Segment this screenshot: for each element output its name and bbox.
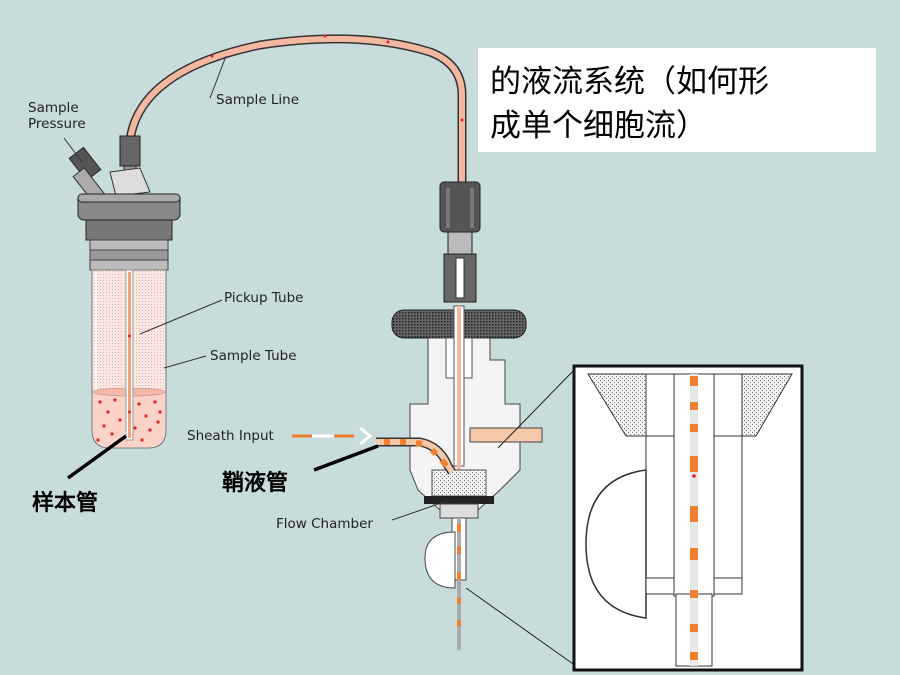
pickup-tube-label: Pickup Tube — [224, 290, 303, 306]
sample-line-label: Sample Line — [216, 92, 299, 108]
flow-chamber-label: Flow Chamber — [276, 516, 373, 532]
zoom-inset — [465, 364, 804, 672]
flow-cell-assembly — [376, 181, 543, 650]
sample-pressure-label-line1: Sample — [28, 100, 79, 116]
leader-lines — [63, 55, 451, 521]
title-line-1: 的液流系统（如何形 — [490, 64, 769, 100]
sample-tube-assembly — [68, 135, 181, 449]
sample-tube-zh-label: 样本管 — [32, 490, 98, 516]
sheath-input-label: Sheath Input — [187, 428, 274, 444]
sample-pressure-label-line2: Pressure — [28, 116, 86, 132]
sample-line-tube — [125, 34, 467, 193]
sheath-tube-zh-label: 鞘液管 — [222, 470, 288, 496]
title-box: 的液流系统（如何形 成单个细胞流） — [478, 48, 876, 152]
sample-tube-label: Sample Tube — [210, 348, 297, 364]
annotation-arrows — [66, 434, 379, 480]
cell-dots — [96, 398, 162, 442]
sheath-input-arrow — [292, 426, 373, 446]
title-line-2: 成单个细胞流） — [490, 108, 707, 144]
pickup-tube — [125, 269, 134, 441]
